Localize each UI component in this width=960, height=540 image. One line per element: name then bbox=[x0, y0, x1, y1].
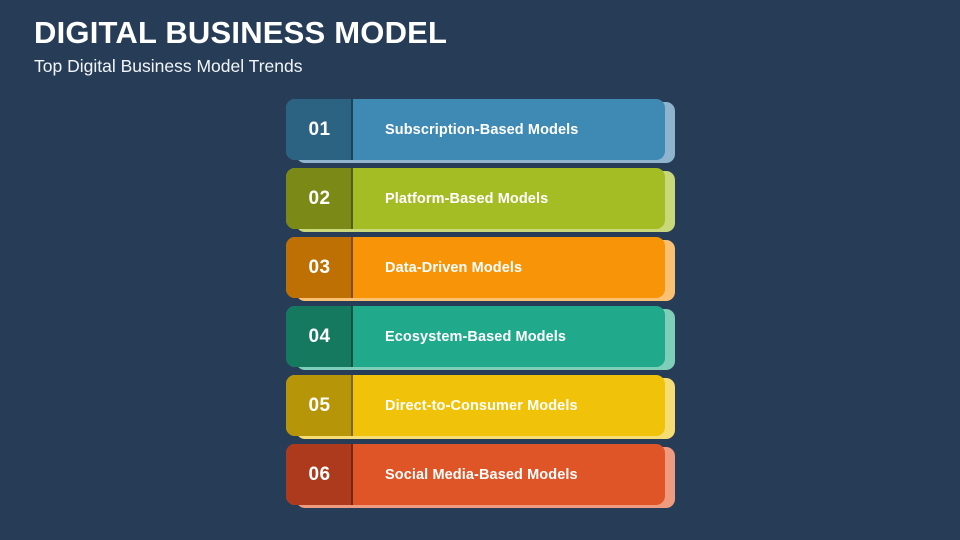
row-number-block: 05 bbox=[286, 375, 353, 436]
row-bar[interactable]: 01 Subscription-Based Models bbox=[286, 99, 665, 160]
page-subtitle: Top Digital Business Model Trends bbox=[34, 56, 303, 76]
list-item[interactable]: 03 Data-Driven Models bbox=[286, 237, 678, 301]
row-bar[interactable]: 02 Platform-Based Models bbox=[286, 168, 665, 229]
row-number: 04 bbox=[308, 325, 331, 347]
row-number-block: 03 bbox=[286, 237, 353, 298]
list-item[interactable]: 05 Direct-to-Consumer Models bbox=[286, 375, 678, 439]
row-bar[interactable]: 04 Ecosystem-Based Models bbox=[286, 306, 665, 367]
row-label: Direct-to-Consumer Models bbox=[385, 397, 578, 414]
row-number-block: 02 bbox=[286, 168, 353, 229]
row-number-block: 06 bbox=[286, 444, 353, 505]
row-label: Subscription-Based Models bbox=[385, 121, 579, 138]
slide-header: DIGITAL BUSINESS MODEL Top Digital Busin… bbox=[34, 14, 634, 77]
row-number-block: 01 bbox=[286, 99, 353, 160]
list-item[interactable]: 04 Ecosystem-Based Models bbox=[286, 306, 678, 370]
list-item[interactable]: 06 Social Media-Based Models bbox=[286, 444, 678, 508]
row-bar[interactable]: 05 Direct-to-Consumer Models bbox=[286, 375, 665, 436]
row-number: 03 bbox=[308, 256, 331, 278]
model-list: 01 Subscription-Based Models 02 Platform-Ba… bbox=[286, 99, 678, 508]
row-bar[interactable]: 03 Data-Driven Models bbox=[286, 237, 665, 298]
row-number: 02 bbox=[308, 187, 331, 209]
row-bar[interactable]: 06 Social Media-Based Models bbox=[286, 444, 665, 505]
row-label: Data-Driven Models bbox=[385, 259, 523, 276]
row-number: 01 bbox=[308, 118, 331, 140]
list-item[interactable]: 02 Platform-Based Models bbox=[286, 168, 678, 232]
page-title: DIGITAL BUSINESS MODEL bbox=[34, 15, 448, 50]
row-label: Platform-Based Models bbox=[385, 190, 549, 207]
list-item[interactable]: 01 Subscription-Based Models bbox=[286, 99, 678, 163]
row-label: Social Media-Based Models bbox=[385, 466, 578, 483]
row-number-block: 04 bbox=[286, 306, 353, 367]
row-number: 05 bbox=[308, 394, 331, 416]
row-number: 06 bbox=[308, 463, 331, 485]
row-label: Ecosystem-Based Models bbox=[385, 328, 567, 345]
